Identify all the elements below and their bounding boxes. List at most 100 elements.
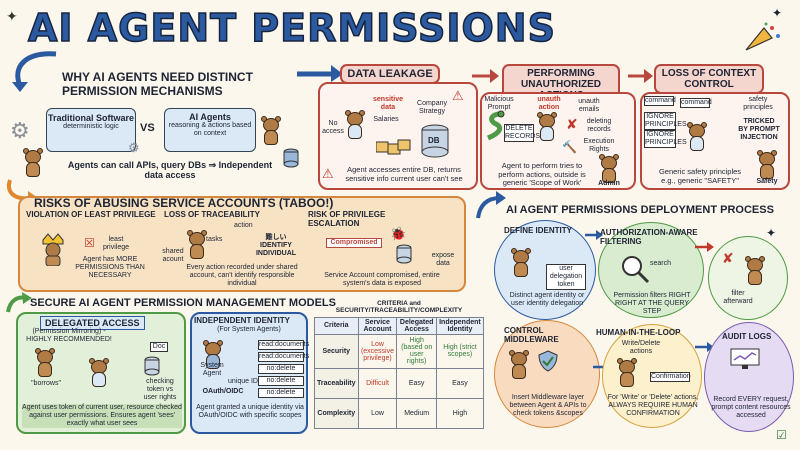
table-row: Security Low (excessive privilege) High …	[314, 333, 485, 369]
bear-mascot	[186, 230, 208, 260]
sensitive-data-label: sensitive data	[373, 96, 403, 112]
curved-arrow-icon	[476, 191, 506, 219]
why-note: Agents can call APIs, query DBs ⇒ Indepe…	[67, 160, 273, 181]
hitl-caption: For 'Write' or 'Delete' actions, ALWAYS …	[607, 394, 699, 418]
audit-caption: Record EVERY request, prompt content res…	[711, 396, 791, 420]
sparkle-icon: ✦	[6, 8, 18, 24]
independent-sub: (For System Agents)	[217, 326, 281, 333]
safety-bear	[756, 150, 778, 180]
delegated-caption: Agent uses token of current user, resour…	[22, 404, 182, 429]
context-caption: Generic safety principles e.g., generic …	[658, 167, 742, 185]
data-leakage-panel	[318, 82, 478, 190]
unauth-caption: Agent to perform tries to perform action…	[498, 161, 586, 188]
human-bear	[616, 358, 638, 388]
filter-afterward-label: filter afterward	[723, 290, 753, 306]
delegated-title: DELEGATED ACCESS	[40, 316, 145, 330]
borrows-label: "borrows"	[31, 380, 61, 387]
deploy-heading: AI AGENT PERMISSIONS DEPLOYMENT PROCESS	[506, 204, 774, 216]
traditional-software-box: Traditional Software deterministic logic	[46, 108, 136, 152]
arrow-right-icon	[695, 242, 714, 252]
table-cell: Easy	[396, 367, 437, 399]
criteria-table-wrap: CRITERIA and SECURITY/TRACEABILITY/COMPL…	[314, 300, 485, 429]
command-label: command	[680, 98, 712, 109]
why-heading: WHY AI AGENTS NEED DISTINCT PERMISSION M…	[62, 70, 253, 99]
table-header: Delegated Access	[396, 316, 437, 335]
define-title: DEFINE IDENTITY	[504, 226, 573, 235]
deleting-records-label: deleting records	[586, 118, 612, 134]
authz-filter-circle	[598, 222, 704, 318]
action-label: action	[234, 222, 253, 229]
ai-title: AI Agents	[189, 112, 231, 122]
arrow-right-icon	[472, 69, 499, 83]
leakage-caption: Agent accesses entire DB, returns sensit…	[345, 165, 463, 183]
checkbox-icon: ☑	[776, 428, 787, 442]
table-cell: High (strict scopes)	[435, 333, 485, 369]
audit-title: AUDIT LOGS	[722, 332, 772, 341]
confirmation-label: Confirmation	[650, 372, 691, 383]
crown-bear-icon	[38, 232, 68, 267]
system-agent-bear	[202, 340, 224, 370]
row-label: Complexity	[314, 397, 359, 429]
monitor-icon	[730, 348, 760, 370]
cross-box-icon: ☒	[84, 236, 95, 250]
hitl-title: HUMAN-IN-THE-LOOP	[596, 328, 681, 337]
hammer-icon: 🔨	[562, 140, 577, 154]
bear-agent	[88, 358, 110, 388]
gear-icon: ⚙	[10, 118, 30, 143]
criteria-header: CRITERIA and SECURITY/TRACEABILITY/COMPL…	[335, 300, 463, 315]
bear-agent	[744, 256, 766, 286]
ignore-principles-label: IGNORE PRINCIPLES	[644, 130, 687, 149]
safety-label: Safety	[756, 178, 778, 185]
traceability-caption: Every action recorded under shared accou…	[186, 264, 298, 288]
hitl-sub: Write/Delete actions	[621, 340, 661, 356]
table-cell: High (based on user rights)	[396, 333, 437, 369]
magnifier-icon	[620, 254, 650, 284]
table-cell: Easy	[435, 367, 485, 399]
warning-icon: ⚠	[452, 88, 464, 103]
table-cell: Difficult	[357, 367, 398, 399]
curved-arrow-icon	[12, 51, 57, 92]
bear-agent	[510, 248, 532, 278]
audit-logs-circle	[704, 322, 794, 432]
shield-icon	[538, 350, 558, 372]
loss-of-context-banner: LOSS OF CONTEXT CONTROL	[654, 64, 764, 94]
escalation-title: RISK OF PRIVILEGE ESCALATION	[308, 210, 386, 229]
scope-tag: no:delete	[258, 388, 304, 399]
search-label: search	[650, 260, 672, 267]
least-privilege-label: least privilege	[102, 236, 130, 252]
warning-icon: ⚠	[322, 166, 334, 181]
bear-agent	[344, 110, 370, 140]
least-privilege-caption: Agent has MORE PERMISSIONS THAN NECESSAR…	[75, 256, 145, 280]
scope-tag: no:delete	[258, 364, 304, 375]
table-cell: Low	[357, 397, 398, 429]
party-popper-icon	[742, 22, 782, 52]
sparkle-icon: ✦	[766, 226, 777, 240]
difficult-identify-label: 難しい IDENTIFY INDIVIDUAL	[255, 234, 297, 258]
bear-agent	[34, 348, 56, 378]
unauth-emails-label: unauth emails	[578, 98, 600, 114]
middleware-caption: Insert Middleware layer between Agent & …	[509, 394, 587, 418]
admin-label: Admin	[598, 180, 620, 187]
risks-heading: RISKS OF ABUSING SERVICE ACCOUNTS (TABOO…	[34, 196, 334, 210]
folder-stack-icon	[375, 136, 412, 158]
ai-sub: reasoning & actions based on context	[168, 122, 252, 138]
expose-data-label: expose data	[431, 252, 455, 268]
salaries-label: Salaries	[373, 116, 399, 123]
shared-account-label: shared acount	[162, 248, 184, 264]
row-label: Security	[314, 333, 359, 369]
scope-tag: read:documents	[258, 352, 309, 363]
page-title: AI AGENT PERMISSIONS	[27, 5, 556, 51]
data-leakage-banner: DATA LEAKAGE	[340, 64, 440, 84]
least-privilege-title: VIOLATION OF LEAST PRIVILEGE	[26, 210, 156, 219]
curved-arrow-icon	[6, 292, 32, 313]
arrow-right-icon	[585, 230, 603, 240]
cross-mark-icon: ✘	[566, 116, 578, 132]
execution-rights-label: Execution Rights	[583, 138, 615, 154]
unauth-action-label: unauth action	[537, 96, 561, 112]
table-cell: Medium	[396, 397, 437, 429]
database-icon	[283, 148, 299, 168]
scope-tag: no:delete	[258, 376, 304, 387]
bear-mascot	[260, 116, 282, 146]
table-header: Independent Identity	[435, 316, 485, 335]
unique-id-label: unique ID	[228, 378, 258, 385]
